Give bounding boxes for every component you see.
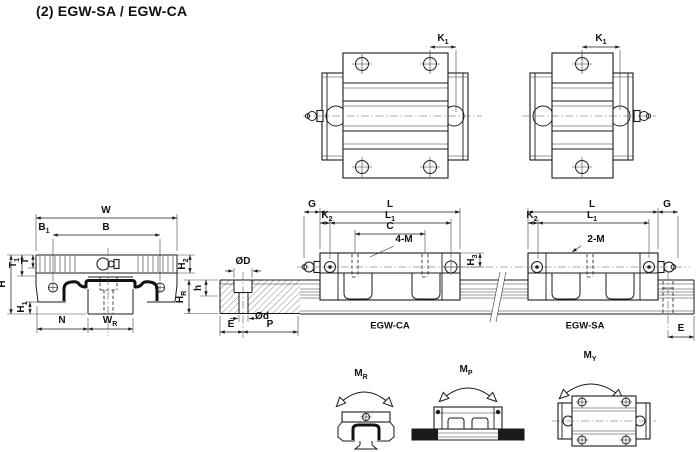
dim-label-h: H	[0, 280, 10, 287]
dim-label-c: C	[386, 221, 394, 232]
dim-label-od: ØD	[235, 256, 251, 267]
mount-hole	[352, 54, 372, 74]
caption-egw-sa: EGW-SA	[565, 320, 605, 332]
dim-label-h1: H1	[16, 301, 29, 313]
dim-label-e-rail: E	[227, 319, 235, 330]
moment-mp-drawing	[411, 387, 525, 441]
dim-label-4m: 4-M	[395, 234, 413, 245]
dim-label-w: W	[101, 205, 111, 216]
dim-label-l-sa: L	[588, 199, 596, 210]
mount-hole	[576, 396, 588, 408]
dim-label-p: P	[266, 319, 274, 330]
dim-label-b1: B1	[38, 222, 50, 236]
dim-label-2m: 2-M	[587, 234, 605, 245]
mount-hole	[620, 396, 632, 408]
top-view-egw-sa-drawing	[522, 45, 656, 179]
dim-label-k2-sa: K2	[526, 210, 538, 224]
moment-my-drawing	[552, 383, 656, 447]
dim-label-l-ca: L	[386, 199, 394, 210]
dim-label-b: B	[102, 222, 110, 233]
top-view-egw-ca-drawing	[303, 45, 482, 179]
rail-section-drawing	[184, 268, 300, 338]
figure-title: (2) EGW-SA / EGW-CA	[36, 3, 188, 19]
dim-label-k1-top-sa: K1	[595, 33, 607, 47]
side-screw-icon	[48, 282, 58, 293]
moment-label-mp: MP	[459, 364, 473, 378]
mount-hole	[572, 157, 592, 177]
dim-label-h2: H2	[177, 258, 190, 270]
dim-label-l1-sa: L1	[586, 210, 598, 224]
moment-label-my: MY	[583, 350, 597, 364]
dim-label-od-small: Ød	[255, 311, 269, 322]
dim-label-t: T	[20, 257, 31, 265]
dim-label-g-sa: G	[663, 199, 671, 210]
side-view-egw-ca-drawing	[301, 208, 484, 301]
dim-label-n: N	[58, 315, 66, 326]
dim-label-hr: HR	[175, 290, 188, 304]
dim-label-k2-ca: K2	[321, 210, 333, 224]
dim-label-wr: WR	[102, 315, 118, 329]
dim-label-l1-ca: L1	[384, 210, 396, 224]
grease-nipple-icon	[96, 257, 120, 271]
mount-hole	[576, 434, 588, 446]
moment-label-mr: MR	[354, 368, 368, 382]
dim-label-e-side: E	[677, 323, 685, 334]
dim-label-g-ca: G	[308, 199, 316, 210]
mount-hole	[352, 157, 372, 177]
mount-hole	[420, 157, 440, 177]
caption-egw-ca: EGW-CA	[370, 320, 410, 332]
mount-hole	[620, 434, 632, 446]
moment-mr-drawing	[337, 391, 395, 450]
dim-label-h3: H3	[466, 254, 479, 266]
dim-label-h-small: h	[193, 284, 204, 292]
side-view-egw-sa-drawing	[527, 208, 679, 301]
dim-label-k1-top-ca: K1	[437, 33, 449, 47]
front-section-view-drawing	[7, 214, 195, 336]
